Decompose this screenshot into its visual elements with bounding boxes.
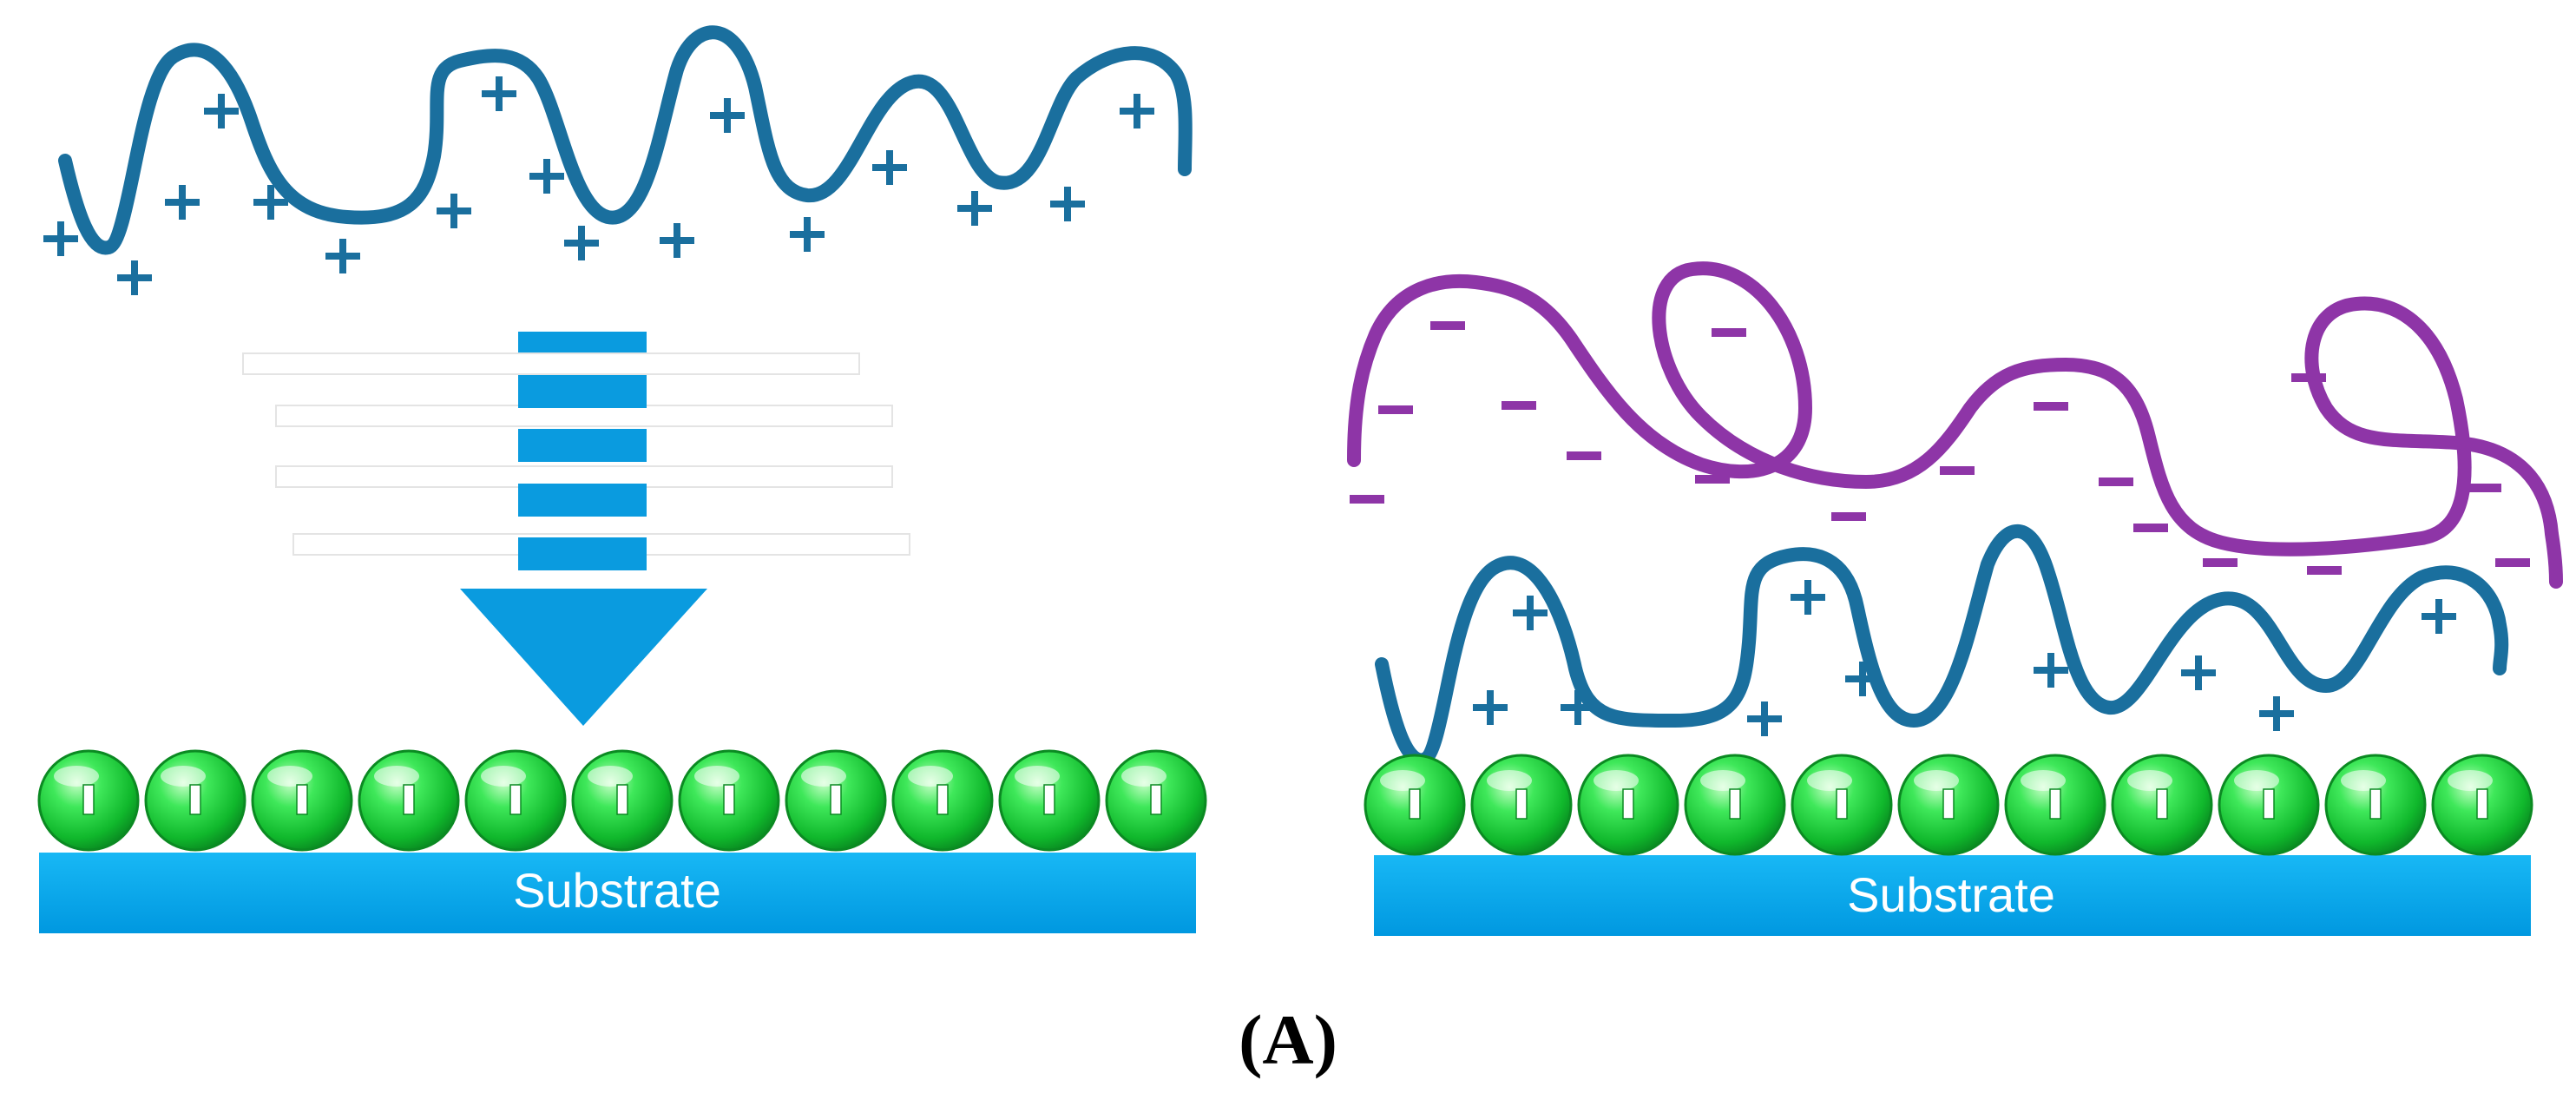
left-substrate-label: Substrate <box>513 863 721 918</box>
right-particle <box>1684 754 1786 856</box>
plus-charge <box>165 185 200 220</box>
plus-charge <box>43 221 78 256</box>
left-particle <box>358 749 460 852</box>
minus-charge <box>1567 451 1601 460</box>
left-particle <box>464 749 567 852</box>
negative-charges <box>1350 321 2530 575</box>
polyanion-chain <box>1347 261 2563 589</box>
minus-charge <box>1831 512 1866 521</box>
minus-charge <box>1430 321 1465 330</box>
minus-charge <box>1378 405 1413 414</box>
right-particle <box>2218 754 2320 856</box>
left-particle <box>998 749 1101 852</box>
right-particle <box>1470 754 1573 856</box>
plus-charge <box>2034 653 2068 688</box>
right-particle <box>2324 754 2427 856</box>
minus-charge <box>2307 566 2342 575</box>
right-particle <box>2004 754 2106 856</box>
plus-charge <box>1845 662 1880 696</box>
right-particle <box>2111 754 2213 856</box>
plus-charge <box>1050 187 1085 221</box>
plus-charge <box>957 191 992 226</box>
plus-charge <box>117 260 152 295</box>
minus-charge <box>1712 328 1746 337</box>
positive-charges <box>43 76 1154 295</box>
left-particle <box>144 749 246 852</box>
plus-charge <box>2181 655 2216 690</box>
left-particle <box>251 749 353 852</box>
left-particle <box>891 749 994 852</box>
right-particle-layer <box>1364 754 2533 856</box>
plus-charge <box>1747 701 1782 736</box>
left-panel: Substrate <box>37 25 1207 933</box>
right-particle <box>1791 754 1893 856</box>
adsorbed-polycation-chain <box>1375 524 2509 767</box>
minus-charge <box>2291 373 2326 382</box>
plus-charge <box>482 76 516 111</box>
right-particle <box>1577 754 1679 856</box>
left-particle <box>678 749 780 852</box>
minus-charge <box>1502 401 1536 410</box>
plus-charge <box>253 185 288 220</box>
plus-charge <box>710 98 745 133</box>
right-particle <box>1364 754 1466 856</box>
plus-charge <box>437 194 471 228</box>
plus-charge <box>1561 690 1595 725</box>
plus-charge <box>790 217 825 252</box>
figure-caption: (A) <box>1239 1000 1337 1079</box>
minus-charge <box>2034 402 2068 411</box>
deposition-arrow <box>242 332 910 726</box>
right-panel: Substrate <box>1347 261 2563 936</box>
right-particle <box>1897 754 2000 856</box>
plus-charge <box>1473 690 1508 725</box>
left-particle <box>37 749 140 852</box>
plus-charge <box>660 223 694 258</box>
positive-charges-surface <box>1473 580 2456 736</box>
left-particle <box>1105 749 1207 852</box>
minus-charge <box>2133 524 2168 532</box>
plus-charge <box>2422 599 2456 634</box>
right-substrate: Substrate <box>1374 855 2531 936</box>
left-particle <box>571 749 674 852</box>
minus-charge <box>2099 478 2133 486</box>
left-particle-layer <box>37 749 1207 852</box>
minus-charge <box>1940 466 1975 475</box>
right-substrate-label: Substrate <box>1847 867 2055 922</box>
plus-charge <box>1513 596 1548 630</box>
plus-charge <box>2259 696 2294 731</box>
minus-charge <box>2203 558 2238 567</box>
plus-charge <box>1791 580 1825 615</box>
plus-charge <box>1120 94 1154 128</box>
polycation-chain <box>58 25 1193 255</box>
plus-charge <box>204 94 239 128</box>
right-particle <box>2431 754 2533 856</box>
minus-charge <box>2467 484 2501 492</box>
plus-charge <box>564 226 599 260</box>
plus-charge <box>529 159 564 194</box>
plus-charge <box>872 150 907 185</box>
left-substrate: Substrate <box>39 853 1196 933</box>
left-particle <box>785 749 887 852</box>
minus-charge <box>2495 558 2530 567</box>
minus-charge <box>1350 495 1384 504</box>
minus-charge <box>1695 475 1730 484</box>
plus-charge <box>325 239 360 273</box>
